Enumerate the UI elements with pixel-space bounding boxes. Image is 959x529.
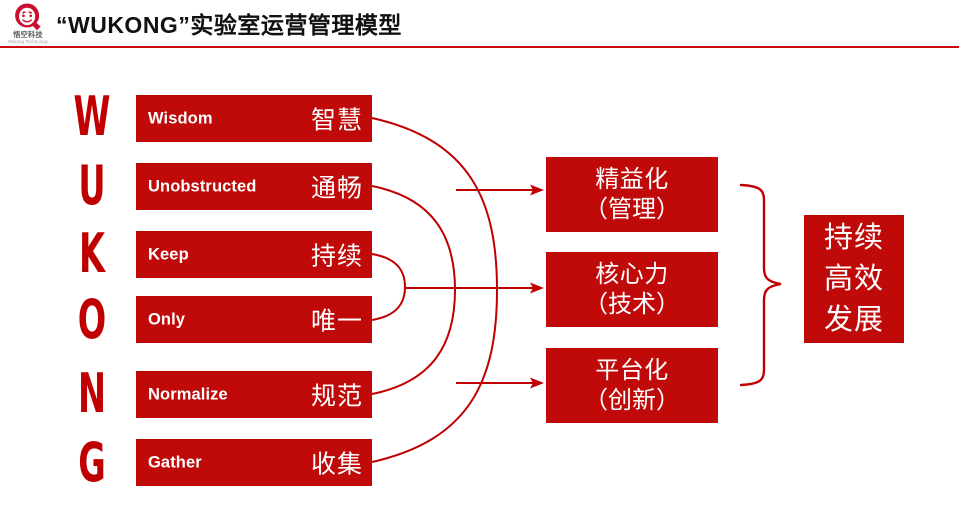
goal-box-sustainable-growth[interactable]: 持续 高效 发展	[804, 215, 904, 343]
arc-inner	[371, 253, 407, 321]
principle-cn-label: 通畅	[310, 173, 363, 202]
principle-cn-label: 唯一	[310, 306, 363, 335]
principle-en-label: Unobstructed	[148, 177, 257, 195]
principle-cn-label: 收集	[310, 449, 363, 478]
arc-middle	[371, 185, 457, 395]
acronym-letter-w: W	[73, 85, 111, 148]
outcome-line-1: 平台化	[595, 356, 669, 384]
outcome-line-1: 核心力	[595, 260, 669, 288]
brace-to-goal	[739, 183, 782, 387]
arc-outer	[371, 117, 499, 463]
outcome-box-lean-management[interactable]: 精益化 （管理）	[546, 157, 718, 232]
outcome-line-2: （技术）	[584, 290, 680, 318]
principle-cn-label: 持续	[310, 241, 363, 270]
principle-bar-gather[interactable]: Gather 收集	[136, 439, 372, 486]
page-title: “WUKONG”实验室运营管理模型	[56, 12, 402, 38]
logo-wordmark: 悟空科技	[13, 30, 43, 39]
outcome-line-2: （管理）	[584, 195, 680, 223]
acronym-letter-k: K	[79, 222, 105, 285]
goal-line-2: 高效	[823, 262, 884, 295]
goal-line-3: 发展	[823, 303, 884, 336]
outcome-line-2: （创新）	[584, 386, 680, 414]
principle-cn-label: 规范	[310, 381, 363, 410]
arrow-to-outcome-2	[404, 282, 544, 294]
outcome-line-1: 精益化	[595, 165, 669, 193]
wukong-monkey-face-logo-icon	[15, 3, 41, 31]
principle-en-label: Gather	[148, 453, 202, 471]
goal-line-1: 持续	[823, 221, 884, 254]
acronym-letter-u: U	[78, 154, 106, 217]
principle-en-label: Only	[148, 310, 186, 328]
arrow-to-outcome-1	[456, 184, 544, 196]
principle-bar-normalize[interactable]: Normalize 规范	[136, 371, 372, 418]
slide-header: 悟空科技 Wukong Technology “WUKONG”实验室运营管理模型	[0, 0, 959, 48]
header-divider	[0, 46, 959, 48]
principle-bar-keep[interactable]: Keep 持续	[136, 231, 372, 278]
outcome-box-core-capability[interactable]: 核心力 （技术）	[546, 252, 718, 327]
principle-bar-unobstructed[interactable]: Unobstructed 通畅	[136, 163, 372, 210]
arrow-to-outcome-3	[456, 377, 544, 389]
principle-bar-only[interactable]: Only 唯一	[136, 296, 372, 343]
principle-bar-wisdom[interactable]: Wisdom 智慧	[136, 95, 372, 142]
acronym-letter-g: G	[78, 431, 106, 494]
acronym-letter-o: O	[77, 288, 107, 351]
company-logo: 悟空科技 Wukong Technology	[4, 2, 52, 46]
outcome-box-platformization[interactable]: 平台化 （创新）	[546, 348, 718, 423]
logo-subtitle: Wukong Technology	[7, 39, 49, 44]
principle-en-label: Normalize	[148, 385, 228, 403]
acronym-letter-n: N	[77, 362, 107, 425]
principle-cn-label: 智慧	[310, 105, 363, 134]
principle-en-label: Keep	[148, 245, 189, 263]
principle-en-label: Wisdom	[148, 109, 213, 127]
